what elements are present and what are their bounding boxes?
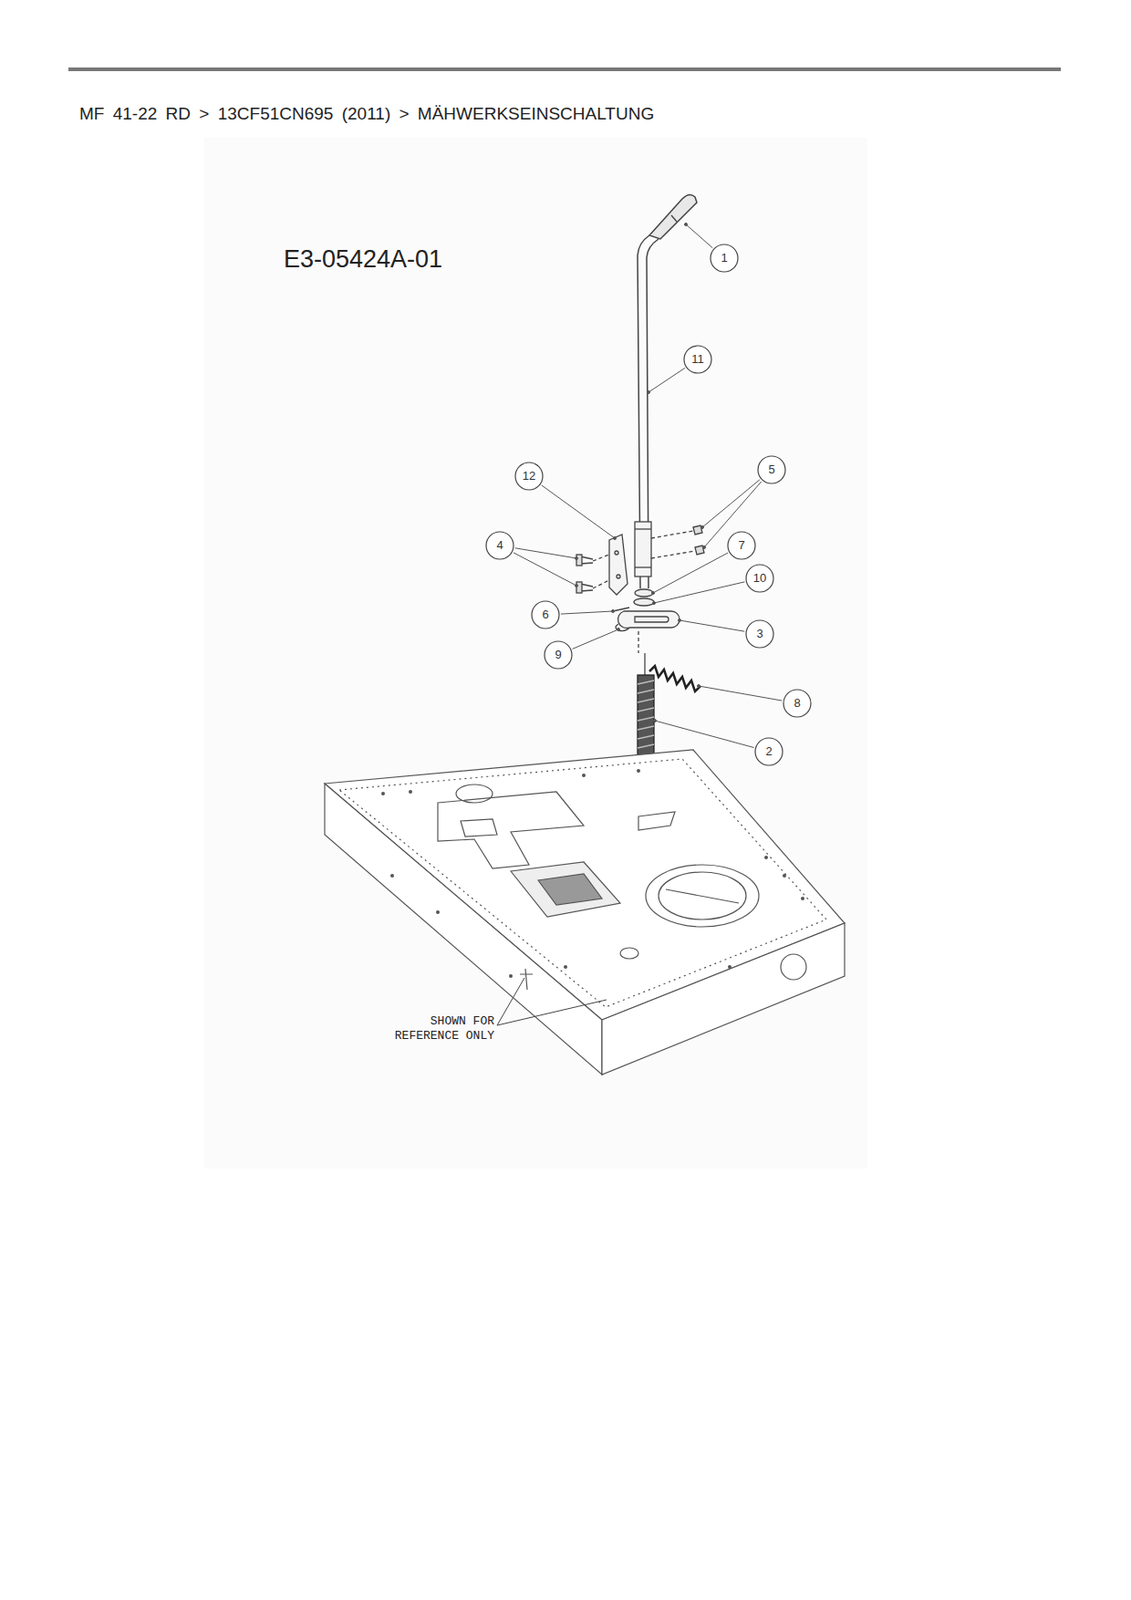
callout-ring [544, 641, 572, 669]
callout-circle: 6 [530, 600, 561, 630]
callout-number: 6 [530, 600, 561, 630]
leader-line [685, 224, 713, 249]
mower-lever [576, 194, 705, 778]
leader-dot [684, 223, 688, 227]
callout-ring [531, 601, 560, 629]
leader-dot [697, 684, 701, 688]
callout-ring [783, 689, 811, 717]
leader-line [560, 611, 613, 614]
leader-dot [647, 391, 651, 395]
callout-ring [746, 564, 774, 592]
leader-dot [617, 628, 621, 632]
top-rule [68, 67, 1061, 72]
callout-number: 5 [757, 455, 787, 485]
leader-dot [703, 546, 706, 550]
callout-circle: 5 [757, 455, 787, 485]
page-title: MF 41-22 RD > 13CF51CN695 (2011) > MÄHWE… [79, 103, 654, 125]
callout-ring [684, 345, 712, 374]
callout-ring [757, 456, 786, 484]
callout-ring [755, 737, 783, 766]
leader-dot [701, 526, 705, 530]
callout-circle: 4 [485, 530, 515, 561]
callout-number: 1 [709, 243, 739, 273]
leader-line [679, 620, 745, 632]
leader-dot [575, 557, 579, 561]
leader-line [702, 479, 760, 528]
callout-circle: 10 [745, 563, 775, 593]
leader-line [648, 367, 685, 393]
leader-line [572, 629, 619, 649]
callout-circle: 11 [683, 344, 713, 374]
callout-number: 12 [514, 461, 544, 491]
callout-ring [710, 244, 738, 272]
callout-circle: 2 [754, 736, 784, 767]
leader-line [513, 552, 577, 586]
callout-number: 7 [726, 530, 757, 561]
callout-circle: 3 [745, 619, 775, 649]
leader-dot [612, 610, 615, 613]
callout-number: 11 [683, 344, 713, 374]
leader-line [653, 552, 728, 593]
drawing-number: E3-05424A-01 [283, 244, 443, 274]
callout-circle: 7 [726, 530, 757, 561]
drawing-ground [204, 137, 868, 1169]
leader-dot [653, 719, 657, 723]
callout-circle: 9 [543, 640, 573, 670]
callout-number: 9 [543, 640, 573, 670]
callout-number: 2 [754, 736, 784, 767]
callout-circle: 12 [514, 461, 544, 491]
callout-ring [746, 620, 774, 648]
leader-dot [652, 591, 655, 595]
leader-line [698, 685, 782, 701]
leader-line [541, 485, 615, 539]
leader-dot [678, 619, 682, 623]
callout-ring [727, 531, 756, 560]
callout-ring [486, 531, 514, 560]
callout-leaders [513, 223, 782, 748]
callout-number: 4 [485, 530, 515, 561]
callout-number: 10 [745, 563, 775, 593]
reference-leaders [497, 977, 607, 1026]
leader-dot [653, 601, 656, 605]
leader-line [515, 548, 577, 559]
frame-illustration [324, 749, 845, 1075]
callout-circle: 8 [782, 688, 812, 718]
reference-note: SHOWN FOR REFERENCE ONLY [392, 1014, 495, 1043]
leader-dot [613, 537, 617, 540]
callout-number: 8 [782, 688, 812, 718]
leader-dot [575, 584, 579, 588]
callout-circle: 1 [709, 243, 739, 273]
callout-number: 3 [745, 619, 775, 649]
callout-ring [515, 462, 543, 490]
leader-line [654, 720, 755, 748]
leader-line [653, 581, 745, 603]
